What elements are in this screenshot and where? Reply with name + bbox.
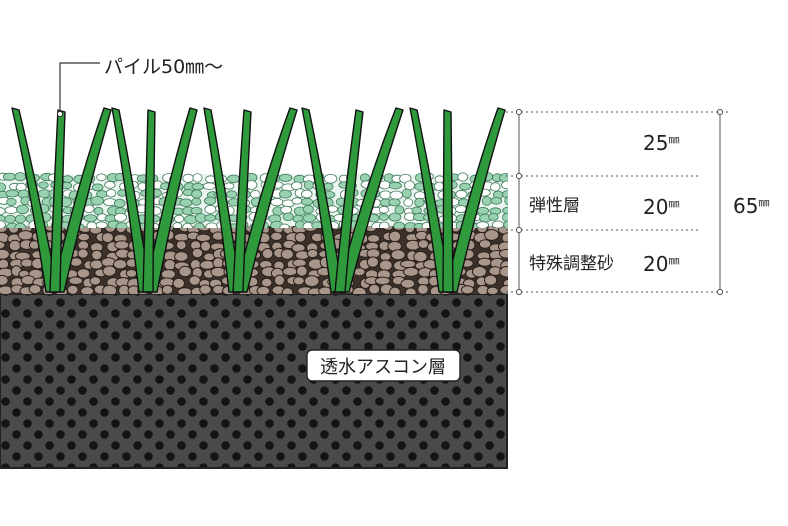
layer-labels: 25㎜ 弾性層 20㎜ 特殊調整砂 20㎜ 65㎜ <box>529 131 769 276</box>
layer-3-thickness: 20㎜ <box>643 252 679 276</box>
layer-2-name: 弾性層 <box>529 196 580 216</box>
dimension-lines <box>506 111 730 293</box>
base-layer-label: 透水アスコン層 <box>320 357 446 378</box>
total-thickness: 65㎜ <box>733 194 769 218</box>
turf-pile-blades <box>11 107 506 293</box>
dimension-nodes <box>515 108 724 296</box>
layer-3-name: 特殊調整砂 <box>529 254 614 274</box>
pile-callout: パイル50㎜〜 <box>56 56 223 118</box>
layer-1-thickness: 25㎜ <box>643 131 679 155</box>
layer-2-thickness: 20㎜ <box>643 195 679 219</box>
base-layer-label-box: 透水アスコン層 <box>306 349 461 382</box>
pile-length-label: パイル50㎜〜 <box>104 56 223 78</box>
